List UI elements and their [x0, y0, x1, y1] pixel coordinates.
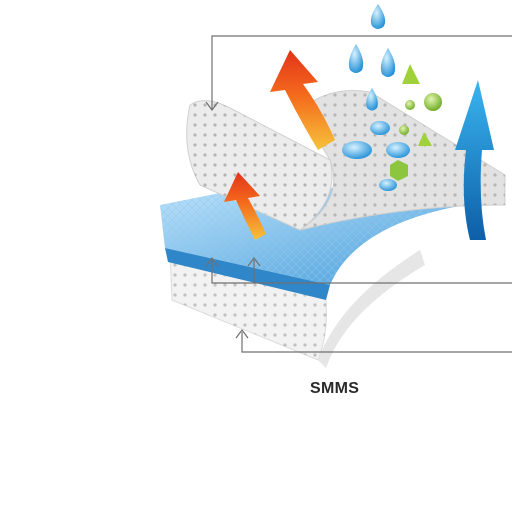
water-drop-icon: [342, 141, 372, 159]
water-drop-icon: [379, 179, 397, 191]
leader-arrow-top: [205, 101, 219, 111]
leader-lines: [205, 35, 512, 353]
layer-caption: SMMS: [310, 380, 360, 397]
water-drop-icon: [370, 4, 386, 29]
leader-line-bottom: [241, 332, 512, 353]
heat-arrow-icon: [270, 50, 335, 150]
particle-icon: [418, 132, 432, 146]
leader-arrow-middle: [205, 257, 219, 267]
heat-arrow-small-icon: [224, 172, 266, 240]
leader-line-top: [211, 35, 512, 110]
particle-icon: [399, 125, 409, 135]
water-drop-icon: [348, 44, 364, 73]
particle-icon: [405, 100, 415, 110]
particle-icon: [390, 160, 408, 181]
particles: [390, 64, 442, 181]
particle-icon: [402, 64, 420, 84]
water-drop-icon: [380, 48, 396, 77]
water-drop-icon: [370, 121, 390, 135]
leader-line-middle: [211, 260, 512, 284]
water-drops: [342, 4, 410, 191]
leader-arrow-bottom: [235, 329, 249, 339]
top-fabric-layer: [186, 89, 506, 231]
water-drop-icon: [366, 88, 378, 111]
leader-arrow-middle-branch: [247, 257, 261, 267]
air-arrow-icon: [455, 80, 494, 240]
particle-icon: [424, 93, 442, 111]
water-drop-icon: [386, 142, 410, 158]
